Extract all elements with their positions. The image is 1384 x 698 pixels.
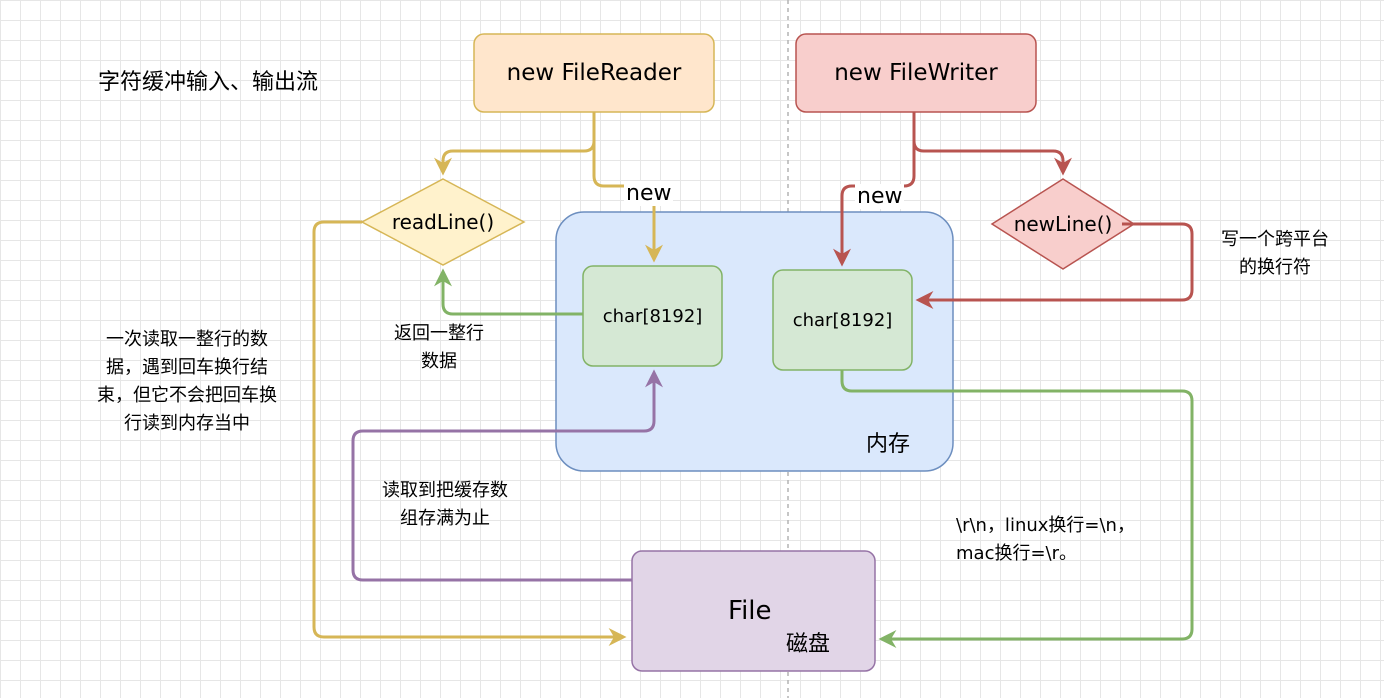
arrow-buffer-to-readline — [434, 268, 583, 316]
new-line-diamond[interactable] — [990, 178, 1136, 270]
line-endings-text-2: mac换行=\r。 — [956, 543, 1078, 564]
read-line-desc-3: 束，但它不会把回车换 — [97, 385, 277, 406]
file-writer-box[interactable] — [795, 33, 1037, 113]
file-label: File — [728, 596, 772, 626]
buffer-reader-label: char[8192] — [602, 305, 703, 327]
file-reader-label: new FileReader — [506, 60, 682, 86]
new-label-right: new — [855, 184, 905, 209]
arrow-file-to-buffer — [351, 369, 663, 582]
file-writer-label: new FileWriter — [834, 60, 998, 86]
return-line-text-1: 返回一整行 — [394, 323, 484, 344]
new-line-label: newLine() — [1013, 212, 1113, 236]
return-line-label: 返回一整行 数据 — [394, 320, 484, 376]
write-newline-text-1: 写一个跨平台 — [1221, 229, 1329, 250]
fill-buffer-text-1: 读取到把缓存数 — [382, 480, 508, 501]
file-box[interactable] — [631, 550, 876, 672]
read-line-desc-4: 行读到内存当中 — [124, 413, 250, 434]
write-newline-label: 写一个跨平台 的换行符 — [1200, 226, 1350, 282]
read-line-label: readLine() — [391, 210, 495, 234]
read-line-desc-1: 一次读取一整行的数 — [106, 329, 268, 350]
read-line-diamond[interactable] — [360, 178, 526, 266]
arrow-readline-to-file — [312, 220, 627, 646]
arrow-writer-to-newline — [912, 112, 1072, 176]
disk-label: 磁盘 — [786, 632, 831, 657]
memory-label: 内存 — [866, 432, 911, 457]
new-label-left: new — [624, 181, 674, 206]
fill-buffer-label: 读取到把缓存数 组存满为止 — [362, 477, 528, 533]
buffer-reader-box[interactable] — [582, 265, 723, 367]
arrow-reader-to-readline — [434, 112, 596, 176]
return-line-text-2: 数据 — [421, 351, 457, 372]
fill-buffer-text-2: 组存满为止 — [400, 508, 490, 529]
line-endings-label: \r\n，linux换行=\n， mac换行=\r。 — [956, 512, 1135, 568]
line-endings-text-1: \r\n，linux换行=\n， — [956, 515, 1135, 536]
buffer-writer-label: char[8192] — [792, 309, 893, 331]
read-line-desc-2: 据，遇到回车换行结 — [106, 357, 268, 378]
read-line-desc: 一次读取一整行的数 据，遇到回车换行结 束，但它不会把回车换 行读到内存当中 — [56, 326, 318, 438]
diagram-title: 字符缓冲输入、输出流 — [98, 70, 319, 95]
arrow-newline-to-buffer — [915, 222, 1194, 309]
arrow-buffer-to-file — [840, 370, 1194, 648]
write-newline-text-2: 的换行符 — [1239, 257, 1311, 278]
